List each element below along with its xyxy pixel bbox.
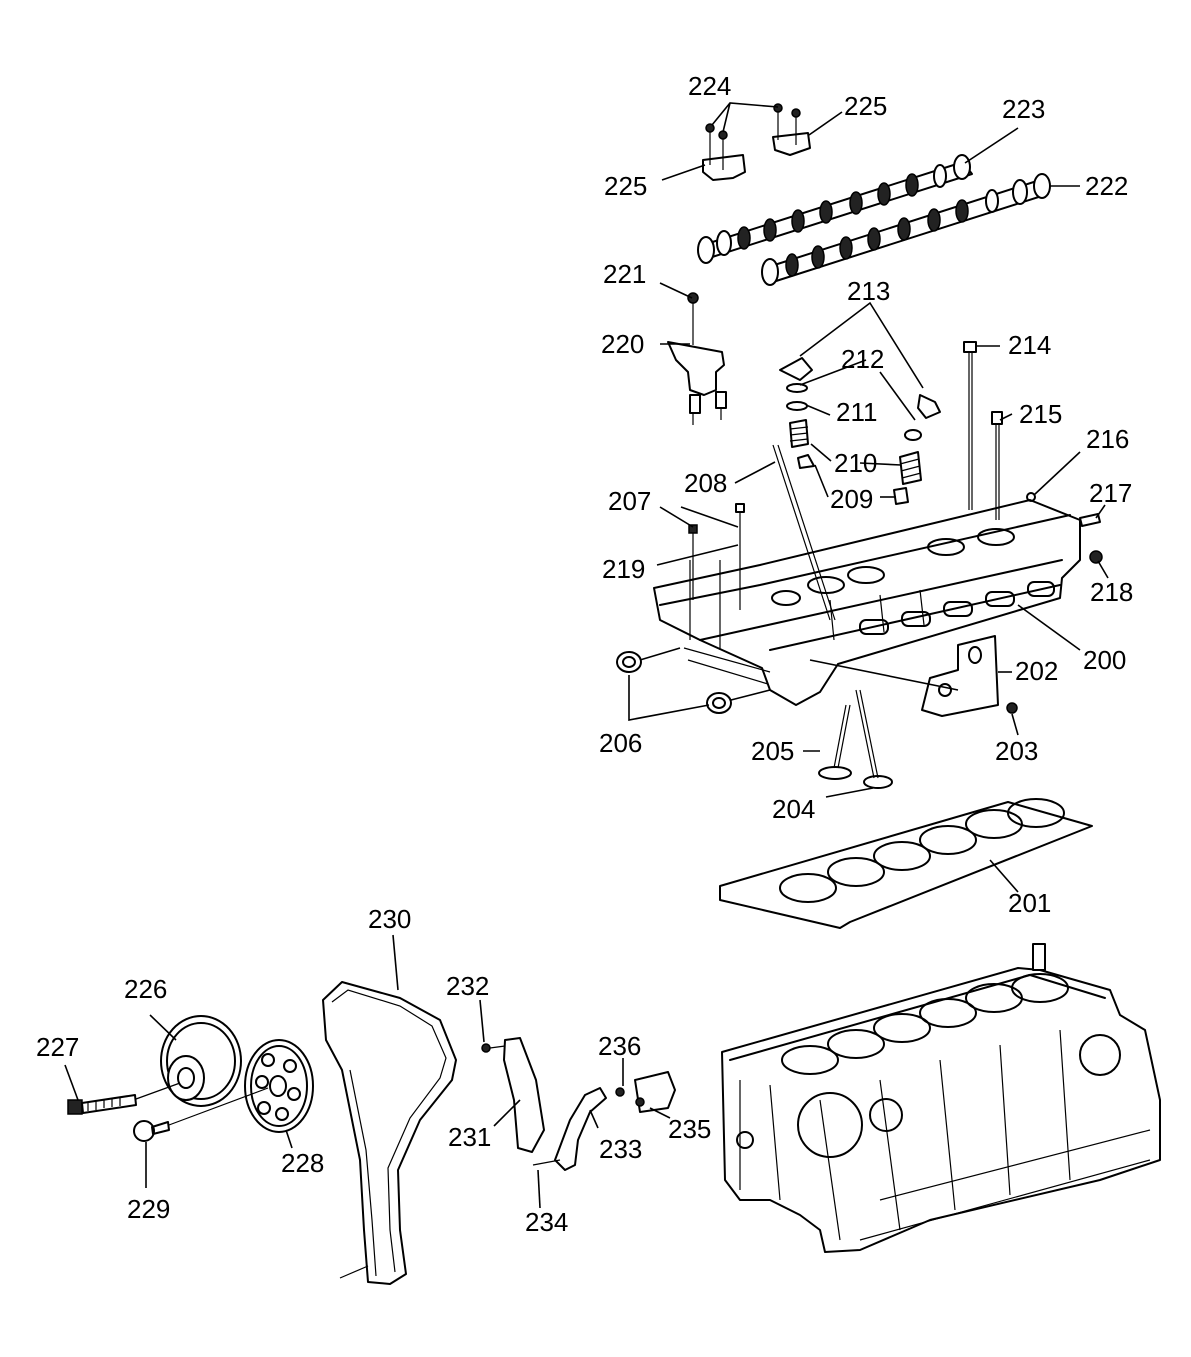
head-bolts-and-studs <box>688 444 836 621</box>
lifting-bracket <box>921 635 1018 717</box>
valvetrain-parts <box>779 341 1103 564</box>
callout-217: 217 <box>1089 478 1132 508</box>
callout-204: 204 <box>772 794 815 824</box>
intake-exhaust-valves <box>818 689 893 789</box>
callout-206: 206 <box>599 728 642 758</box>
sensor-bracket <box>667 292 727 425</box>
callout-220: 220 <box>601 329 644 359</box>
exhaust-camshaft <box>761 173 1051 286</box>
callout-209: 209 <box>830 484 873 514</box>
timing-chain <box>322 981 457 1285</box>
callout-200: 200 <box>1083 645 1126 675</box>
callout-224: 224 <box>688 71 731 101</box>
callout-236: 236 <box>598 1031 641 1061</box>
callout-232: 232 <box>446 971 489 1001</box>
callout-218: 218 <box>1090 577 1133 607</box>
callout-227: 227 <box>36 1032 79 1062</box>
callout-213: 213 <box>847 276 890 306</box>
cylinder-head <box>653 499 1081 706</box>
callout-225-left: 225 <box>604 171 647 201</box>
callout-230: 230 <box>368 904 411 934</box>
callout-212: 212 <box>841 344 884 374</box>
callout-210: 210 <box>834 448 877 478</box>
callout-235: 235 <box>668 1114 711 1144</box>
callout-202: 202 <box>1015 656 1058 686</box>
callout-205: 205 <box>751 736 794 766</box>
callout-labels: 224 225 223 225 222 221 213 220 214 212 … <box>36 71 1133 1237</box>
callout-226: 226 <box>124 974 167 1004</box>
sprocket-bolts <box>67 1082 269 1142</box>
callout-203: 203 <box>995 736 1038 766</box>
engine-block <box>721 943 1161 1253</box>
callout-215: 215 <box>1019 399 1062 429</box>
expansion-plugs <box>616 651 732 714</box>
callout-223: 223 <box>1002 94 1045 124</box>
callout-221: 221 <box>603 259 646 289</box>
camshaft-cap-assembly <box>702 103 811 181</box>
chain-guides-tensioner <box>481 1037 676 1171</box>
callout-208: 208 <box>684 468 727 498</box>
callout-201: 201 <box>1008 888 1051 918</box>
callout-233: 233 <box>599 1134 642 1164</box>
callout-219: 219 <box>602 554 645 584</box>
intake-camshaft <box>697 154 973 264</box>
callout-229: 229 <box>127 1194 170 1224</box>
callout-228: 228 <box>281 1148 324 1178</box>
callout-211: 211 <box>836 397 877 427</box>
callout-214: 214 <box>1008 330 1051 360</box>
callout-216: 216 <box>1086 424 1129 454</box>
callout-207: 207 <box>608 486 651 516</box>
camshaft-sprockets <box>160 1015 314 1133</box>
callout-225-right: 225 <box>844 91 887 121</box>
head-gasket <box>719 798 1093 929</box>
callout-231: 231 <box>448 1122 491 1152</box>
callout-222: 222 <box>1085 171 1128 201</box>
callout-234: 234 <box>525 1207 568 1237</box>
